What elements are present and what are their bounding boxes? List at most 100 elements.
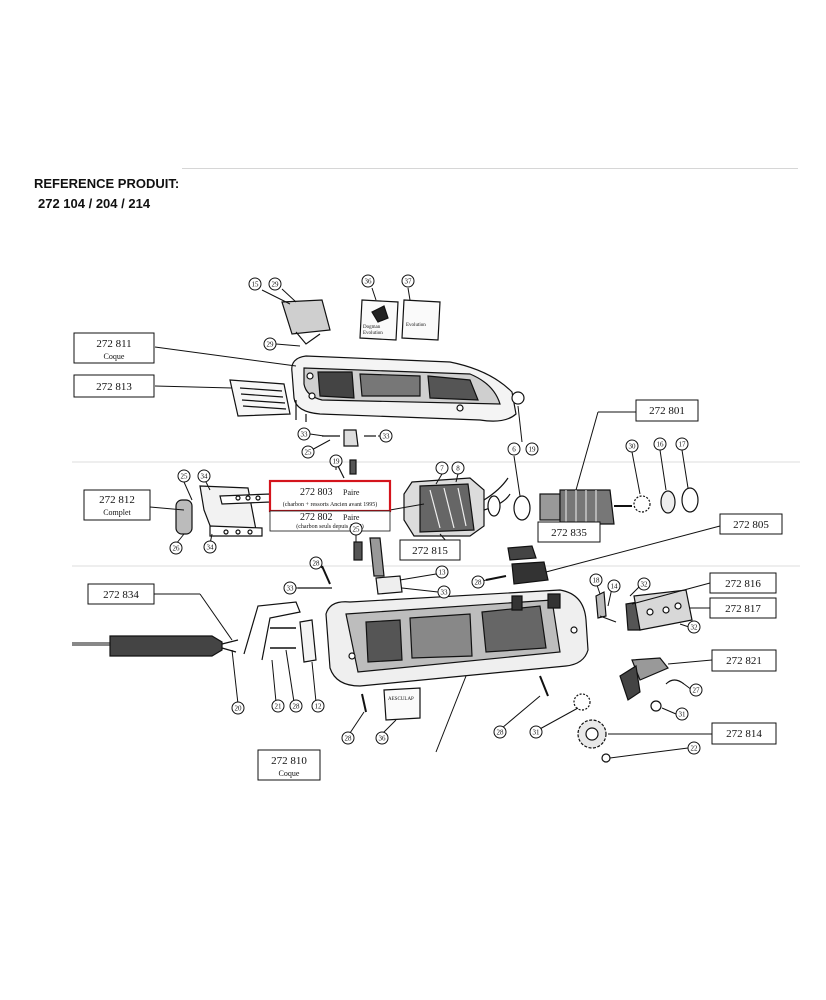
- callout-c7[interactable]: 33: [297, 427, 311, 441]
- callout-number: 13: [439, 569, 447, 577]
- label-272-821[interactable]: 272 821: [711, 649, 777, 672]
- callout-number: 8: [456, 465, 460, 473]
- callout-circle: [435, 461, 449, 475]
- lower-shell-drawing: [325, 589, 589, 687]
- callout-c2[interactable]: 29: [268, 277, 282, 291]
- callout-number: 28: [313, 560, 321, 568]
- callout-number: 34: [201, 473, 209, 481]
- callout-circle: [361, 274, 375, 288]
- callout-c24[interactable]: 33: [283, 581, 297, 595]
- label-qty: Paire: [343, 513, 360, 522]
- callout-c8[interactable]: 33: [379, 429, 393, 443]
- callout-c26[interactable]: 28: [471, 575, 485, 589]
- callout-number: 30: [629, 443, 637, 451]
- callout-c28[interactable]: 14: [607, 579, 621, 593]
- callout-c3[interactable]: 36: [361, 274, 375, 288]
- callout-c20[interactable]: 34: [203, 540, 217, 554]
- callout-c21[interactable]: 28: [309, 556, 323, 570]
- label-code: 272 815: [412, 545, 448, 557]
- callout-c31[interactable]: 20: [231, 701, 245, 715]
- callout-c12[interactable]: 30: [625, 439, 639, 453]
- callout-c5[interactable]: 29: [263, 337, 277, 351]
- label-272-835[interactable]: 272 835: [537, 521, 601, 543]
- callout-c36[interactable]: 36: [375, 731, 389, 745]
- label-sub: Coque: [279, 769, 300, 778]
- callout-number: 25: [181, 473, 189, 481]
- label-272-810[interactable]: 272 810 Coque: [257, 749, 321, 781]
- callout-circle: [341, 731, 355, 745]
- label-272-812[interactable]: 272 812 Complet: [83, 489, 151, 521]
- label-272-811[interactable]: 272 811 Coque: [73, 332, 155, 364]
- label-code: 272 814: [726, 728, 762, 740]
- callout-c29[interactable]: 32: [637, 577, 651, 591]
- callout-circle: [451, 461, 465, 475]
- callout-c27[interactable]: 18: [589, 573, 603, 587]
- label-272-816[interactable]: 272 816: [709, 572, 777, 594]
- callout-number: 32: [641, 581, 649, 589]
- callout-c14[interactable]: 17: [675, 437, 689, 451]
- callout-c35[interactable]: 28: [341, 731, 355, 745]
- callout-c4[interactable]: 37: [401, 274, 415, 288]
- callout-c18[interactable]: 34: [197, 469, 211, 483]
- callout-c16[interactable]: 8: [451, 461, 465, 475]
- label-272-834[interactable]: 272 834: [87, 583, 155, 605]
- label-code: 272 801: [649, 405, 685, 417]
- callout-number: 25: [305, 449, 313, 457]
- callout-c15[interactable]: 7: [435, 461, 449, 475]
- callout-circle: [268, 277, 282, 291]
- callout-c41[interactable]: 22: [687, 741, 701, 755]
- callout-circle: [289, 699, 303, 713]
- callout-circle: [687, 620, 701, 634]
- callout-c19[interactable]: 26: [169, 541, 183, 555]
- callout-number: 15: [252, 281, 260, 289]
- reference-codes: 272 104 / 204 / 214: [38, 196, 151, 211]
- callout-circle: [379, 429, 393, 443]
- callout-c30[interactable]: 32: [687, 620, 701, 634]
- callout-c39[interactable]: 27: [689, 683, 703, 697]
- label-272-805[interactable]: 272 805: [719, 513, 783, 535]
- label-272-817[interactable]: 272 817: [709, 597, 777, 619]
- callout-circle: [203, 540, 217, 554]
- callout-c33[interactable]: 28: [289, 699, 303, 713]
- callout-c38[interactable]: 31: [529, 725, 543, 739]
- callout-number: 37: [405, 278, 413, 286]
- callout-c10[interactable]: 19: [329, 454, 343, 468]
- decal-left-drawing: Dogman Evolution: [359, 299, 399, 341]
- callout-c37[interactable]: 28: [493, 725, 507, 739]
- callout-c17[interactable]: 25: [177, 469, 191, 483]
- label-sub: Coque: [104, 352, 125, 361]
- callout-circle: [271, 699, 285, 713]
- label-272-802[interactable]: 272 802 Paire (charbon seuls depuis 1995…: [269, 510, 391, 532]
- label-code: 272 803: [300, 487, 333, 498]
- label-code: 272 810: [271, 755, 307, 767]
- callout-c1[interactable]: 15: [248, 277, 262, 291]
- callout-c25[interactable]: 33: [437, 585, 451, 599]
- label-272-814[interactable]: 272 814: [711, 722, 777, 745]
- callout-c9[interactable]: 25: [301, 445, 315, 459]
- label-qty: Paire: [343, 488, 360, 497]
- callout-c13[interactable]: 16: [653, 437, 667, 451]
- callout-c40[interactable]: 31: [675, 707, 689, 721]
- callout-number: 33: [287, 585, 295, 593]
- callout-c32[interactable]: 21: [271, 699, 285, 713]
- callout-circle: [625, 439, 639, 453]
- callout-c23[interactable]: 13: [435, 565, 449, 579]
- bottom-decal-line1: AESCULAP: [388, 697, 414, 702]
- label-272-801[interactable]: 272 801: [635, 399, 699, 422]
- callout-number: 25: [353, 526, 361, 534]
- callout-c11[interactable]: 6: [507, 442, 521, 456]
- callout-c22[interactable]: 25: [349, 522, 363, 536]
- label-code: 272 817: [725, 603, 761, 615]
- callout-circle: [309, 556, 323, 570]
- callout-number: 33: [383, 433, 391, 441]
- callout-circle: [675, 707, 689, 721]
- callout-circle: [197, 469, 211, 483]
- callout-c34[interactable]: 12: [311, 699, 325, 713]
- label-272-813[interactable]: 272 813: [73, 374, 155, 398]
- label-272-803-highlighted[interactable]: 272 803 Paire (charbon + ressorts Ancien…: [268, 479, 392, 513]
- callout-number: 28: [345, 735, 353, 743]
- callout-circle: [689, 683, 703, 697]
- callout-c6[interactable]: 19: [525, 442, 539, 456]
- callout-number: 18: [593, 577, 601, 585]
- label-272-815[interactable]: 272 815: [399, 539, 461, 561]
